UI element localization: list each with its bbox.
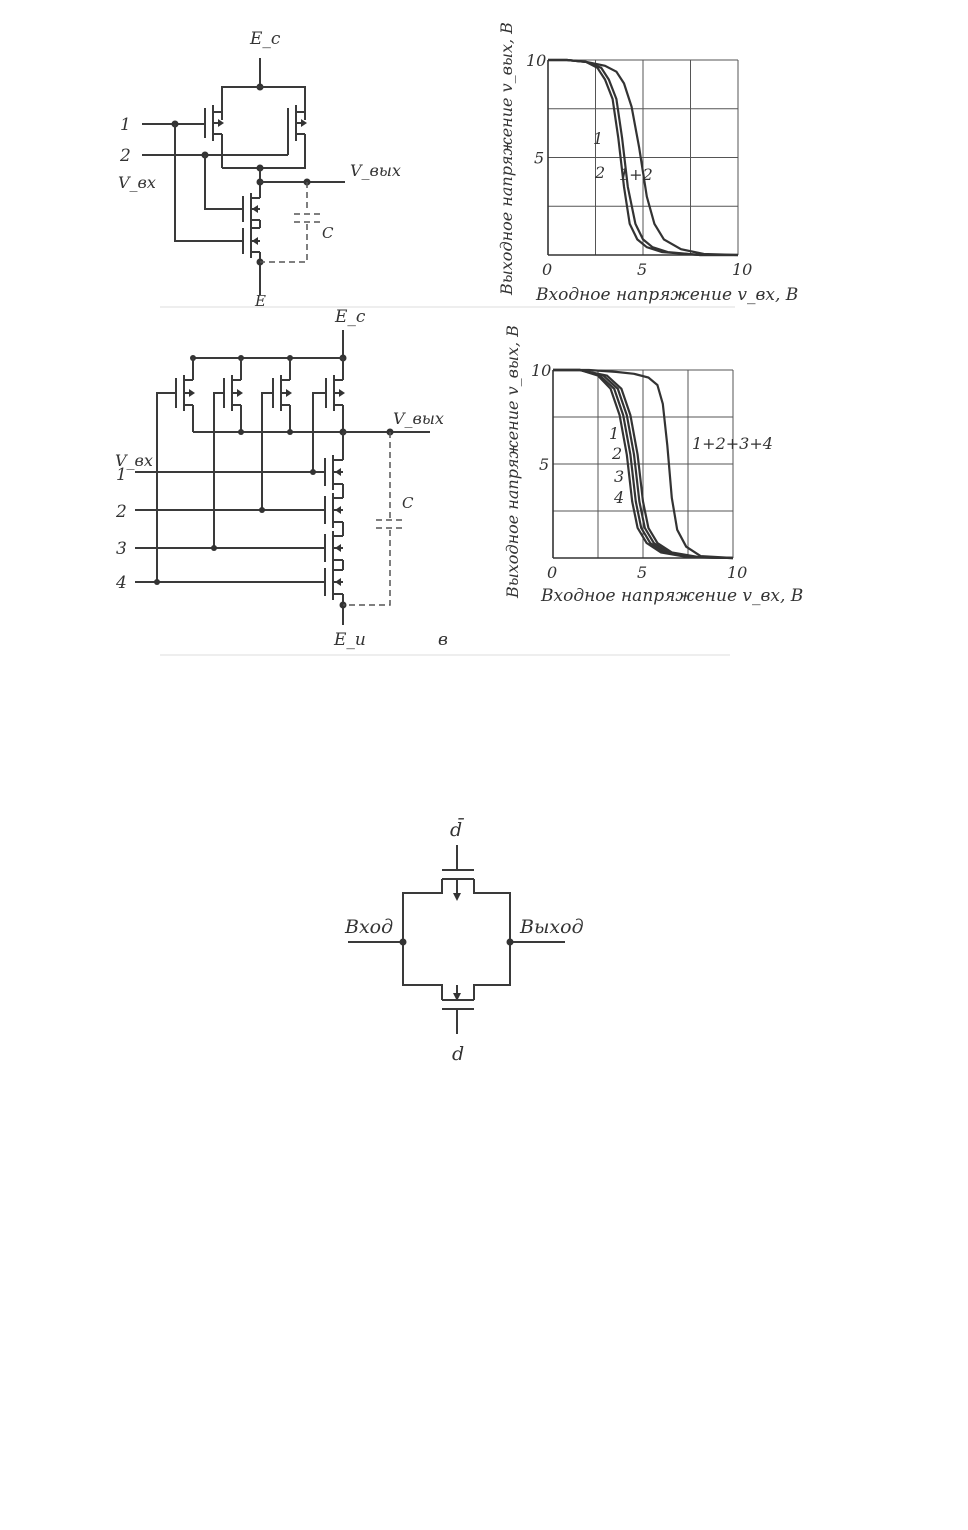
- series-label: 1: [609, 424, 619, 443]
- circuit-b-nmos: [325, 432, 347, 625]
- transmission-gate: d̄ d Вход Выход: [344, 817, 584, 1065]
- circuit-b-panel-letter: в: [438, 630, 448, 650]
- circuit-a-supply-top: E_c: [249, 29, 281, 49]
- circuit-b-output-label: V_вых: [393, 409, 444, 428]
- x-tick-label: 10: [727, 563, 747, 582]
- series-label: 2: [611, 444, 622, 463]
- y-axis-label: Выходное напряжение v_вых, В: [497, 22, 516, 296]
- series-label: 1+2+3+4: [692, 434, 773, 453]
- circuit-b-input-3: 3: [116, 539, 127, 559]
- circuit-b-supply-top: E_c: [334, 307, 366, 327]
- circuit-b-cap: C: [402, 494, 414, 512]
- series-label: 1+2: [619, 165, 653, 184]
- circuit-a-input-1: 1: [120, 115, 131, 135]
- series-label: 1: [593, 129, 603, 148]
- tgate-control-bottom: d: [452, 1043, 464, 1065]
- x-tick-label: 0: [542, 260, 552, 279]
- x-axis-label: Входное напряжение v_вх, В: [535, 285, 798, 305]
- circuit-b-input-4: 4: [115, 573, 127, 593]
- tgate-input-label: Вход: [344, 916, 393, 938]
- x-tick-label: 5: [637, 260, 647, 279]
- circuit-b-input-2: 2: [115, 502, 127, 522]
- y-tick-label: 10: [531, 361, 551, 380]
- series-label: 2: [594, 163, 605, 182]
- circuit-a-input-2: 2: [119, 146, 131, 166]
- circuit-a-input-label: V_вх: [118, 173, 156, 192]
- circuit-a-cap: C: [322, 224, 334, 242]
- x-axis-label: Входное напряжение v_вх, В: [540, 586, 803, 606]
- y-tick-label: 5: [539, 455, 549, 474]
- tgate-control-top: d̄: [450, 817, 464, 841]
- series-label: 4: [613, 488, 624, 507]
- circuit-a-output-label: V_вых: [350, 161, 401, 180]
- y-tick-label: 10: [526, 51, 546, 70]
- circuit-b-supply-bottom: E_u: [333, 630, 366, 650]
- circuit-a: E_c 1 2 V_вх V: [118, 29, 401, 310]
- tgate-output-label: Выход: [519, 916, 584, 938]
- y-axis-label: Выходное напряжение v_вых, В: [503, 325, 522, 599]
- x-tick-label: 5: [637, 563, 647, 582]
- x-tick-label: 0: [547, 563, 557, 582]
- y-tick-label: 5: [534, 149, 544, 168]
- x-tick-label: 10: [732, 260, 752, 279]
- circuit-b-input-1: 1: [116, 465, 127, 485]
- series-label: 3: [614, 467, 624, 486]
- circuit-b: E_c: [115, 307, 448, 650]
